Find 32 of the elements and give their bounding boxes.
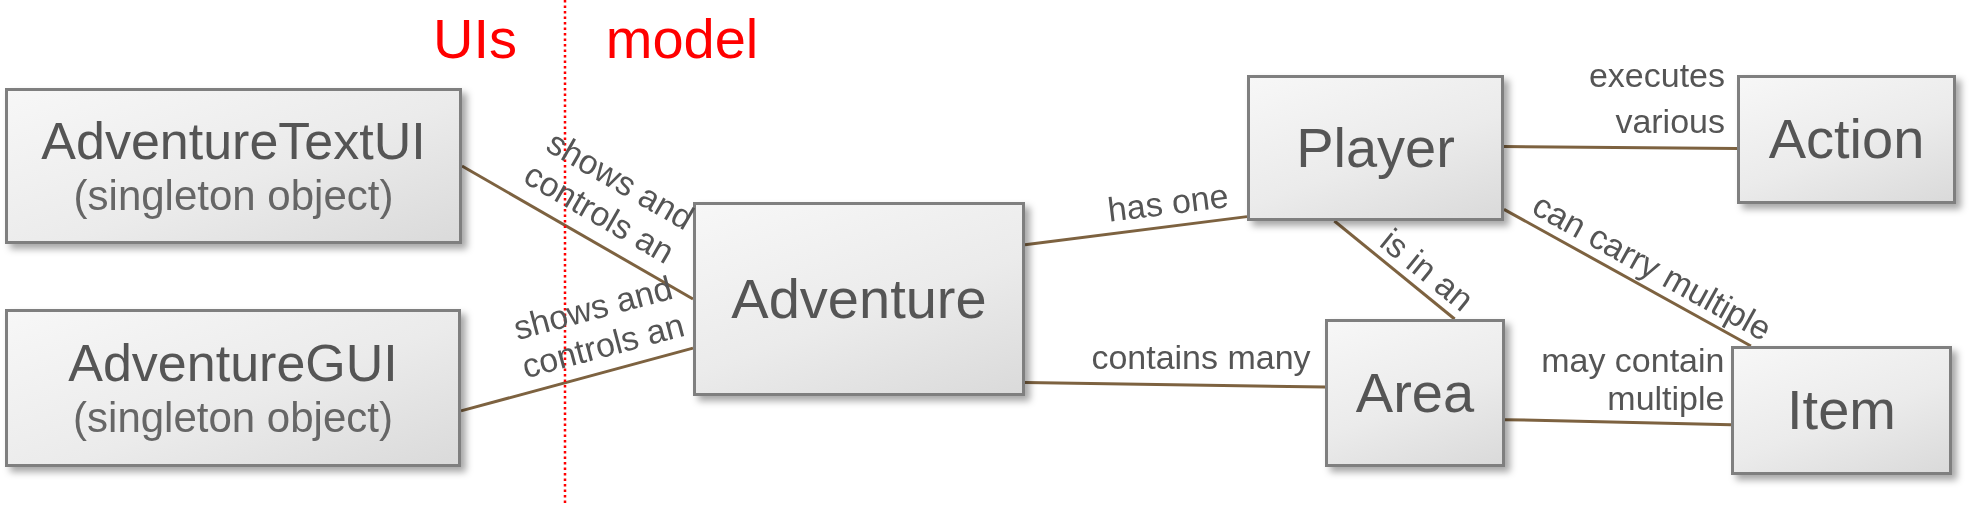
box-subtitle: (singleton object) (73, 171, 394, 221)
connector-line (1504, 145, 1737, 151)
edge-label: may contain multiple (1540, 341, 1725, 417)
connector-line (461, 164, 694, 301)
class-box (1731, 346, 1952, 475)
edge-label: has one (1105, 176, 1231, 230)
connector-line (1024, 380, 1326, 389)
box-subtitle: (singleton object) (73, 393, 393, 443)
box-title: Item (1787, 378, 1896, 443)
connector-line (1333, 219, 1456, 321)
connector-line (1024, 215, 1248, 247)
box-title: Area (1355, 360, 1475, 426)
box-title: AdventureGUI (68, 333, 398, 394)
box-title: Action (1768, 107, 1925, 172)
box-title: AdventureTextUI (41, 111, 426, 172)
box-title: Adventure (731, 266, 987, 332)
connector-line (460, 346, 694, 413)
edge-label: is in an (1372, 220, 1482, 320)
class-box (1247, 75, 1504, 221)
class-box (5, 309, 461, 467)
section-label: model (605, 11, 759, 67)
edge-label: contains many (1091, 338, 1311, 378)
box-title: Player (1296, 115, 1455, 181)
edge-label: executes various (1587, 55, 1725, 142)
connector-line (1503, 208, 1752, 348)
class-box (1325, 319, 1505, 467)
edge-label: shows and controls an (508, 267, 690, 388)
class-box (5, 88, 462, 244)
class-box (1737, 75, 1956, 204)
class-box (693, 202, 1025, 396)
section-label: UIs (433, 11, 517, 67)
connector-line (1504, 418, 1732, 427)
